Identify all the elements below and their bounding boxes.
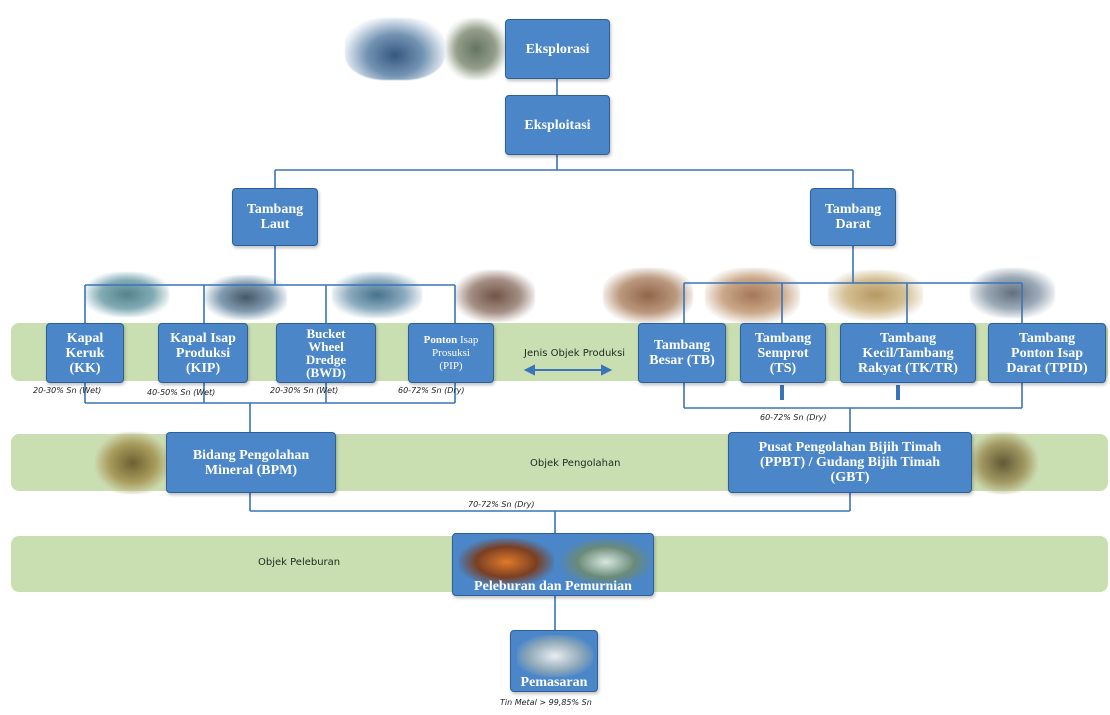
tambang-darat-line2: Darat <box>835 217 871 232</box>
kip-photo <box>205 275 287 320</box>
tambang-laut-line2: Laut <box>260 217 290 232</box>
kip-line2: Produksi <box>175 345 231 361</box>
bwd-line1: Bucket <box>306 326 346 341</box>
eksplorasi-box: Eksplorasi <box>505 19 610 79</box>
kip-line1: Kapal Isap <box>170 330 236 346</box>
pip-word1: Ponton <box>423 333 458 346</box>
ppbt-line2: (PPBT) / Gudang Bijih Timah <box>760 455 940 470</box>
kk-photo <box>85 272 169 317</box>
ppbt-line1: Pusat Pengolahan Bijih Timah <box>758 440 942 455</box>
bwd-line2: Wheel <box>308 339 344 354</box>
pip-line1: Ponton Isap <box>424 334 479 347</box>
tambang-laut-line1: Tambang <box>246 202 304 217</box>
kip-box: Kapal Isap Produksi (KIP) <box>158 323 248 383</box>
ts-line2: Semprot <box>757 345 809 361</box>
eksploitasi-box: Eksploitasi <box>505 95 610 155</box>
tb-line1: Tambang <box>653 338 711 353</box>
pip-grade: 60-72% Sn (Dry) <box>398 386 465 395</box>
darat-grade: 60-72% Sn (Dry) <box>760 413 827 422</box>
pip-photo <box>455 270 535 322</box>
kk-grade: 20-30% Sn (Wet) <box>33 386 102 395</box>
pip-box: Ponton Isap Prosuksi (PIP) <box>408 323 494 383</box>
kk-line1: Kapal <box>66 330 104 346</box>
ship-photo <box>345 18 445 80</box>
eksplorasi-label: Eksplorasi <box>525 41 590 57</box>
processing-grade: 70-72% Sn (Dry) <box>468 500 535 509</box>
bpm-box: Bidang Pengolahan Mineral (BPM) <box>166 432 336 493</box>
tb-line2: Besar (TB) <box>649 353 715 368</box>
ppbt-line3: (GBT) <box>830 470 870 485</box>
smelting-photo-right <box>561 538 651 586</box>
tambang-laut-box: Tambang Laut <box>232 188 318 246</box>
ppbt-box: Pusat Pengolahan Bijih Timah (PPBT) / Gu… <box>728 432 972 493</box>
band-peleburan-label: Objek Peleburan <box>258 557 341 568</box>
smelting-photo-left <box>459 538 554 586</box>
bpm-line1: Bidang Pengolahan <box>192 447 310 463</box>
tk-line2: Kecil/Tambang <box>862 345 954 361</box>
band-produksi-label: Jenis Objek Produksi <box>524 348 626 359</box>
bwd-line4: (BWD) <box>306 365 346 380</box>
smelting-box: Peleburan dan Pemurnian <box>452 533 654 596</box>
tk-line3: Rakyat (TK/TR) <box>858 360 958 376</box>
bwd-photo <box>332 272 422 318</box>
ts-line1: Tambang <box>754 330 812 346</box>
final-grade: Tin Metal > 99,85% Sn <box>500 698 592 707</box>
tpid-box: Tambang Ponton Isap Darat (TPID) <box>988 323 1106 383</box>
bpm-line2: Mineral (BPM) <box>204 462 298 478</box>
tb-box: Tambang Besar (TB) <box>638 323 726 383</box>
tpid-photo <box>970 268 1055 318</box>
bwd-grade: 20-30% Sn (Wet) <box>270 386 339 395</box>
marketing-box: Pemasaran <box>510 630 598 692</box>
tambang-darat-line1: Tambang <box>824 202 882 217</box>
pip-word2: Isap <box>460 333 479 346</box>
tb-photo <box>603 268 693 323</box>
bwd-line3: Dredge <box>305 352 347 367</box>
eksploitasi-label: Eksploitasi <box>524 117 591 133</box>
kip-line3: (KIP) <box>185 360 221 376</box>
kk-line3: (KK) <box>69 360 101 376</box>
tk-box: Tambang Kecil/Tambang Rakyat (TK/TR) <box>840 323 976 383</box>
ts-photo <box>705 268 800 323</box>
marketing-photo <box>517 635 593 677</box>
tpid-line3: Darat (TPID) <box>1006 360 1088 376</box>
tpid-line1: Tambang <box>1018 330 1076 346</box>
tambang-darat-box: Tambang Darat <box>810 188 896 246</box>
tk-line1: Tambang <box>879 330 937 346</box>
pip-line2: Prosuksi <box>432 346 470 359</box>
band-pengolahan-label: Objek Pengolahan <box>530 458 621 469</box>
bpm-photo <box>95 432 170 494</box>
bwd-box: Bucket Wheel Dredge (BWD) <box>276 323 376 383</box>
pip-line3: (PIP) <box>439 359 463 372</box>
marketing-label: Pemasaran <box>520 675 588 690</box>
ts-line3: (TS) <box>769 360 797 376</box>
ppbt-photo <box>968 432 1038 494</box>
kk-box: Kapal Keruk (KK) <box>46 323 124 383</box>
smelting-label: Peleburan dan Pemurnian <box>474 579 632 594</box>
kip-grade: 40-50% Sn (Wet) <box>147 388 216 397</box>
drill-photo <box>445 18 507 80</box>
ts-box: Tambang Semprot (TS) <box>740 323 826 383</box>
tpid-line2: Ponton Isap <box>1011 345 1083 361</box>
kk-line2: Keruk <box>65 345 105 361</box>
